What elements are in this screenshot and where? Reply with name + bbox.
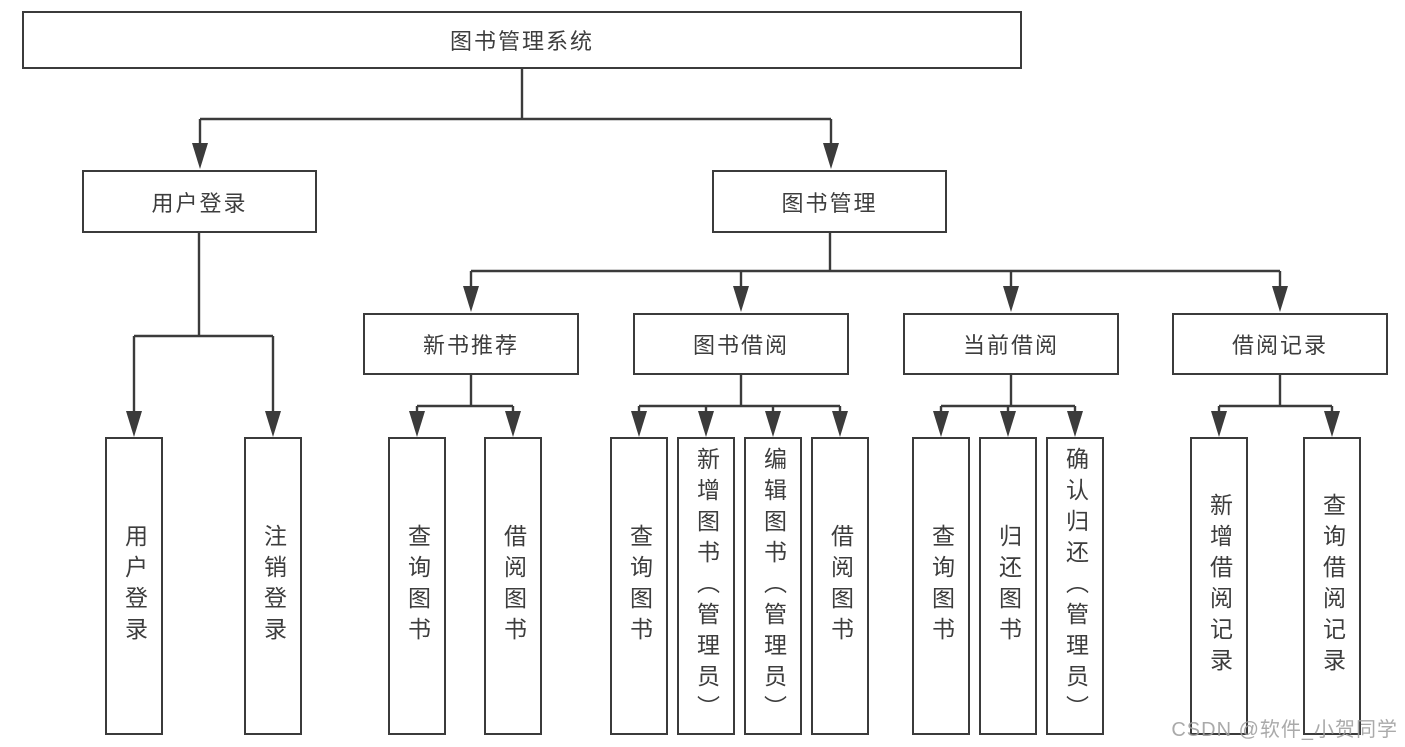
leaf-logout-login: 注销登录 (244, 437, 302, 735)
node-borrow-records: 借阅记录 (1172, 313, 1388, 375)
leaf-query-borrow-record-label: 查询借阅记录 (1319, 493, 1346, 679)
leaf-query-books-borrowing-label: 查询图书 (626, 524, 653, 648)
node-user-login: 用户登录 (82, 170, 317, 233)
node-borrow-records-label: 借阅记录 (1231, 333, 1328, 358)
node-library-system-label: 图书管理系统 (449, 29, 594, 54)
connector-book-management-children (463, 233, 1288, 312)
node-current-borrowing: 当前借阅 (903, 313, 1119, 375)
leaf-confirm-return-admin: 确认归还（管理员） (1046, 437, 1104, 735)
leaf-logout-login-label: 注销登录 (260, 524, 287, 648)
leaf-query-books-current: 查询图书 (912, 437, 970, 735)
leaf-query-books-current-label: 查询图书 (928, 524, 955, 648)
leaf-return-book-label: 归还图书 (995, 524, 1022, 648)
node-user-login-label: 用户登录 (151, 190, 248, 216)
leaf-add-borrow-record-label: 新增借阅记录 (1206, 493, 1233, 679)
csdn-watermark: CSDN @软件_小贺同学 (1171, 719, 1398, 741)
leaf-return-book: 归还图书 (979, 437, 1037, 735)
connector-user-login-children (126, 233, 281, 437)
node-library-system: 图书管理系统 (22, 11, 1022, 69)
leaf-user-login: 用户登录 (105, 437, 163, 735)
connector-root-to-level2 (192, 69, 839, 169)
node-new-book-recommend: 新书推荐 (363, 313, 579, 375)
node-book-borrowing-label: 图书借阅 (692, 333, 789, 358)
leaf-add-borrow-record: 新增借阅记录 (1190, 437, 1248, 735)
leaf-query-borrow-record: 查询借阅记录 (1303, 437, 1361, 735)
node-current-borrowing-label: 当前借阅 (962, 333, 1059, 358)
leaf-query-books-borrowing: 查询图书 (610, 437, 668, 735)
connector-new-book-recommend-children (409, 375, 521, 437)
leaf-borrow-books-borrowing: 借阅图书 (811, 437, 869, 735)
leaf-edit-book-admin: 编辑图书（管理员） (744, 437, 802, 735)
leaf-borrow-books-recommend-label: 借阅图书 (500, 524, 527, 648)
leaf-query-books-recommend: 查询图书 (388, 437, 446, 735)
leaf-edit-book-admin-label: 编辑图书（管理员） (760, 446, 787, 726)
connector-current-borrowing-children (933, 375, 1083, 437)
node-book-management: 图书管理 (712, 170, 947, 233)
leaf-query-books-recommend-label: 查询图书 (404, 524, 431, 648)
leaf-add-book-admin-label: 新增图书（管理员） (693, 446, 720, 726)
node-new-book-recommend-label: 新书推荐 (422, 333, 519, 358)
connector-book-borrowing-children (631, 375, 848, 437)
leaf-confirm-return-admin-label: 确认归还（管理员） (1062, 446, 1089, 726)
leaf-borrow-books-borrowing-label: 借阅图书 (827, 524, 854, 648)
node-book-borrowing: 图书借阅 (633, 313, 849, 375)
connector-borrow-records-children (1211, 375, 1340, 437)
leaf-user-login-label: 用户登录 (121, 524, 148, 648)
leaf-add-book-admin: 新增图书（管理员） (677, 437, 735, 735)
leaf-borrow-books-recommend: 借阅图书 (484, 437, 542, 735)
node-book-management-label: 图书管理 (781, 190, 878, 216)
